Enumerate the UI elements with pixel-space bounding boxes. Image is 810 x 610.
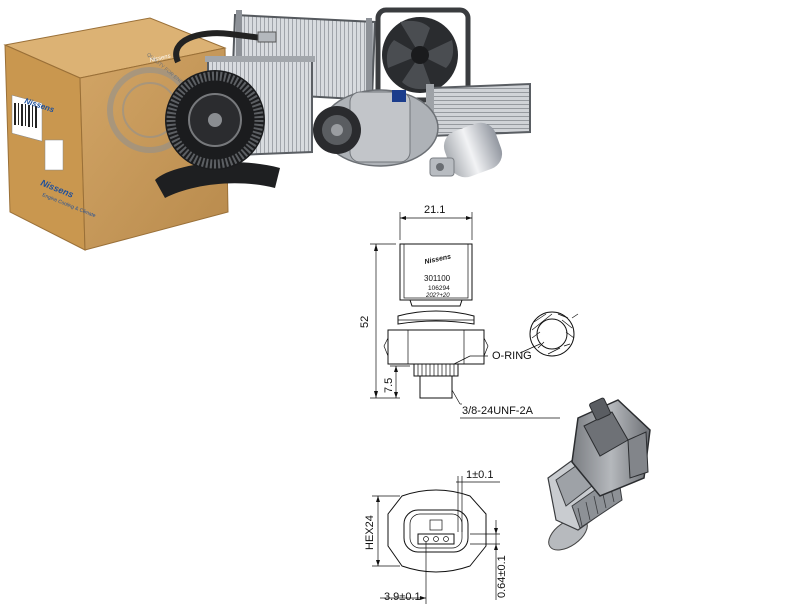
dim-width-top: 21.1 bbox=[424, 204, 445, 216]
pin-block bbox=[417, 533, 455, 545]
dim-pin-width: 1±0.1 bbox=[466, 469, 493, 481]
oring-detail bbox=[529, 311, 579, 357]
sensor-code-line: 106294 bbox=[428, 285, 450, 292]
dim-thread-length: 7.5 bbox=[383, 378, 395, 393]
sensor-logo: Nissens bbox=[424, 254, 452, 266]
fan-image bbox=[375, 7, 471, 103]
ac-compressor-image bbox=[313, 89, 439, 167]
sensor-date-line: 202?+20 bbox=[425, 293, 450, 299]
oring-label: O-RING bbox=[492, 350, 532, 362]
dim-height-total: 52 bbox=[359, 316, 371, 328]
bottom-dimensions: HEX24 1±0.1 0.64±0.1 3.9±0.1 bbox=[364, 469, 508, 604]
connector-face bbox=[403, 509, 469, 553]
sensor-bottom-view bbox=[387, 489, 487, 573]
port-stub bbox=[419, 375, 453, 399]
thread-section bbox=[413, 363, 459, 377]
pin-1 bbox=[423, 536, 429, 542]
pin-2 bbox=[433, 536, 439, 542]
dim-pin-pitch: 3.9±0.1 bbox=[384, 591, 421, 603]
hex-body bbox=[387, 329, 485, 365]
front-dimensions: 21.1 52 7.5 3/8-24UNF-2A O-RING bbox=[359, 204, 560, 419]
pin-3 bbox=[443, 536, 449, 542]
dim-pin-offset: 0.64±0.1 bbox=[496, 555, 508, 598]
sensor-photo bbox=[547, 397, 651, 551]
box-front-brand: Nissens bbox=[149, 54, 171, 64]
sensor-part-number: 301100 bbox=[424, 274, 451, 283]
blower-motor-image bbox=[155, 70, 280, 198]
sensor-front-view: Nissens 301100 106294 202?+20 bbox=[383, 243, 489, 399]
dim-hex: HEX24 bbox=[364, 515, 376, 550]
latch bbox=[429, 519, 443, 531]
dim-thread-spec: 3/8-24UNF-2A bbox=[462, 405, 534, 417]
receiver-drier-image bbox=[429, 122, 503, 178]
barcode bbox=[14, 103, 37, 128]
